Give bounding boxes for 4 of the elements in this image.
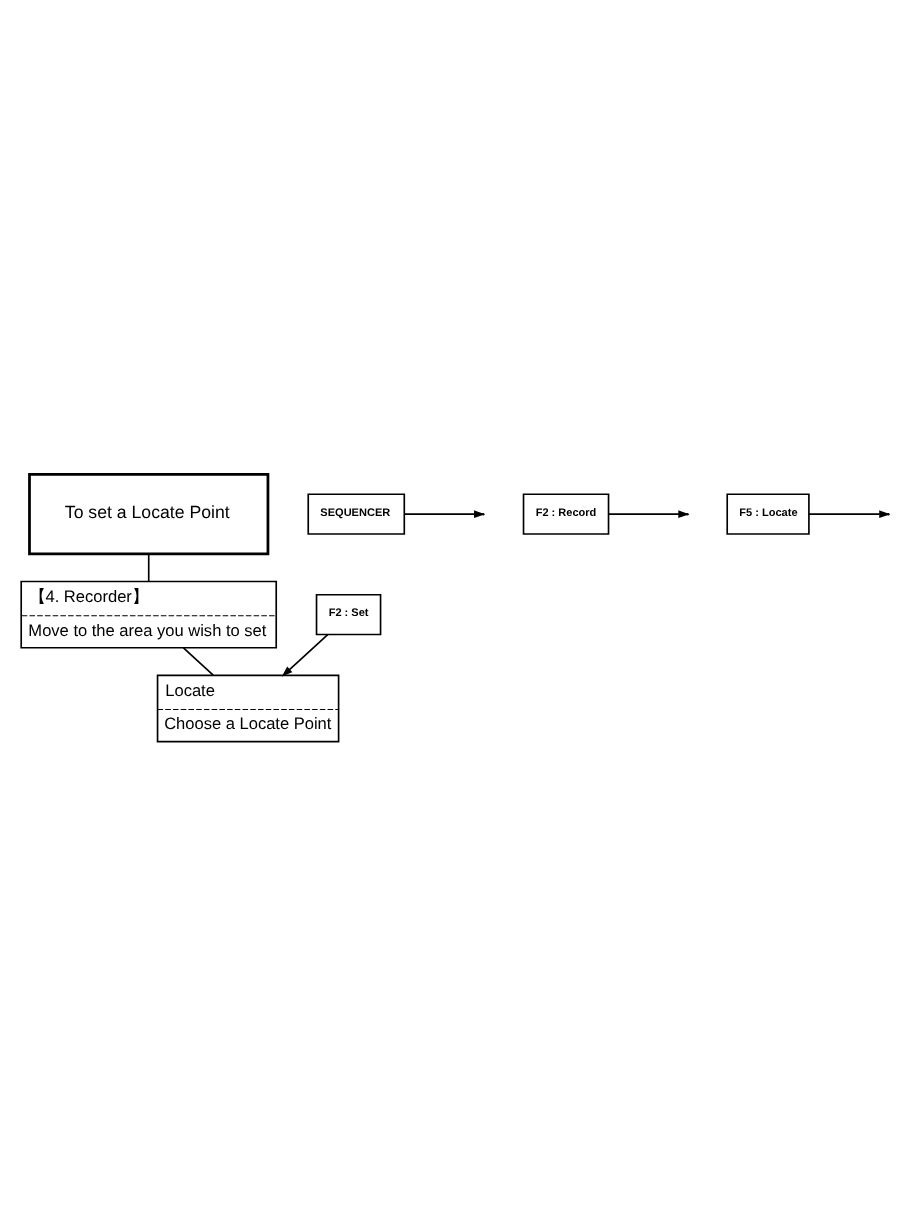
- connector: [182, 646, 214, 676]
- arrow: [281, 633, 329, 677]
- node-box: To set a Locate Point: [28, 473, 270, 556]
- connector: [147, 553, 150, 583]
